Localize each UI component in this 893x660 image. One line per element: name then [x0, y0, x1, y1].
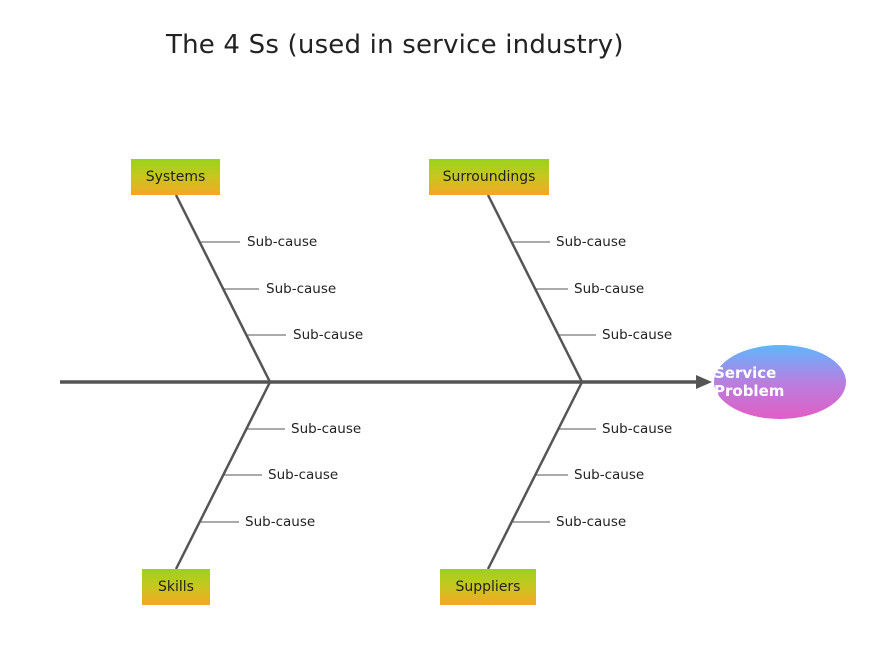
category-suppliers[interactable]: Suppliers	[440, 569, 536, 605]
spine-arrowhead	[696, 375, 712, 389]
diagram-title: The 4 Ss (used in service industry)	[166, 30, 624, 60]
category-skills-label: Skills	[158, 579, 194, 595]
sub-cause-suppliers-3: Sub-cause	[556, 514, 627, 530]
sub-cause-skills-2: Sub-cause	[268, 467, 339, 483]
sub-cause-skills-1: Sub-cause	[291, 421, 362, 437]
effect-problem-label: Service Problem	[714, 364, 785, 400]
bone-surroundings	[486, 194, 584, 383]
category-systems[interactable]: Systems	[131, 159, 220, 195]
bone-skills	[174, 381, 272, 570]
effect-problem[interactable]: Service Problem	[714, 345, 846, 419]
category-surroundings[interactable]: Surroundings	[429, 159, 549, 195]
sub-cause-suppliers-1: Sub-cause	[602, 421, 673, 437]
sub-cause-surroundings-3: Sub-cause	[602, 327, 673, 343]
sub-cause-surroundings-1: Sub-cause	[556, 234, 627, 250]
category-systems-label: Systems	[145, 169, 206, 185]
bone-suppliers	[486, 381, 584, 570]
sub-cause-suppliers-2: Sub-cause	[574, 467, 645, 483]
sub-cause-surroundings-2: Sub-cause	[574, 281, 645, 297]
category-suppliers-label: Suppliers	[455, 579, 521, 595]
bone-systems	[174, 194, 272, 383]
sub-cause-systems-2: Sub-cause	[266, 281, 337, 297]
category-skills[interactable]: Skills	[142, 569, 210, 605]
sub-cause-systems-3: Sub-cause	[293, 327, 364, 343]
sub-cause-skills-3: Sub-cause	[245, 514, 316, 530]
category-surroundings-label: Surroundings	[442, 169, 536, 185]
sub-cause-systems-1: Sub-cause	[247, 234, 318, 250]
